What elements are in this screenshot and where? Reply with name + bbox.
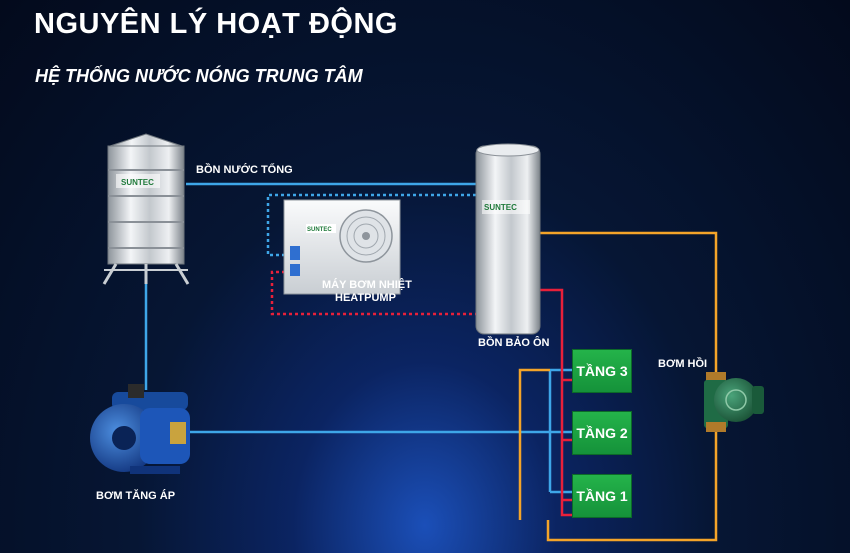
storage-tank: SUNTEC — [475, 143, 541, 335]
return-pump-label: BƠM HỒI — [658, 358, 708, 370]
main-water-tank: SUNTEC — [102, 133, 190, 285]
floor-box-2: TẦNG 2 — [572, 411, 632, 455]
heat-pump-label-line1: MÁY BƠM NHIỆT — [322, 279, 412, 291]
page-subtitle: HỆ THỐNG NƯỚC NÓNG TRUNG TÂM — [35, 66, 363, 86]
hot-supply-pipe — [539, 288, 572, 517]
heat-pump-logo: SUNTEC — [307, 227, 332, 233]
heat-pump-cold-loop — [266, 193, 476, 257]
heat-pump-label-line2: HEATPUMP — [335, 292, 396, 304]
heat-pump-loop — [266, 193, 476, 316]
heat-pump-hot-loop — [270, 270, 476, 316]
main-tank-label: BỒN NƯỚC TỔNG — [196, 164, 293, 176]
storage-tank-label: BỒN BẢO ÔN — [478, 337, 550, 349]
booster-pump-label: BƠM TĂNG ÁP — [96, 490, 176, 502]
return-loop-pipe — [539, 231, 718, 374]
floor-box-3: TẦNG 3 — [572, 349, 632, 393]
return-pump — [704, 372, 764, 432]
floor-box-1: TẦNG 1 — [572, 474, 632, 518]
booster-pump — [90, 384, 190, 474]
storage-tank-logo: SUNTEC — [484, 203, 517, 212]
page-title: NGUYÊN LÝ HOẠT ĐỘNG — [34, 8, 398, 40]
hot-water-pipes — [539, 288, 572, 517]
main-tank-logo: SUNTEC — [121, 178, 154, 187]
return-pipes — [518, 231, 718, 542]
heat-pump-unit: SUNTEC — [283, 199, 401, 295]
